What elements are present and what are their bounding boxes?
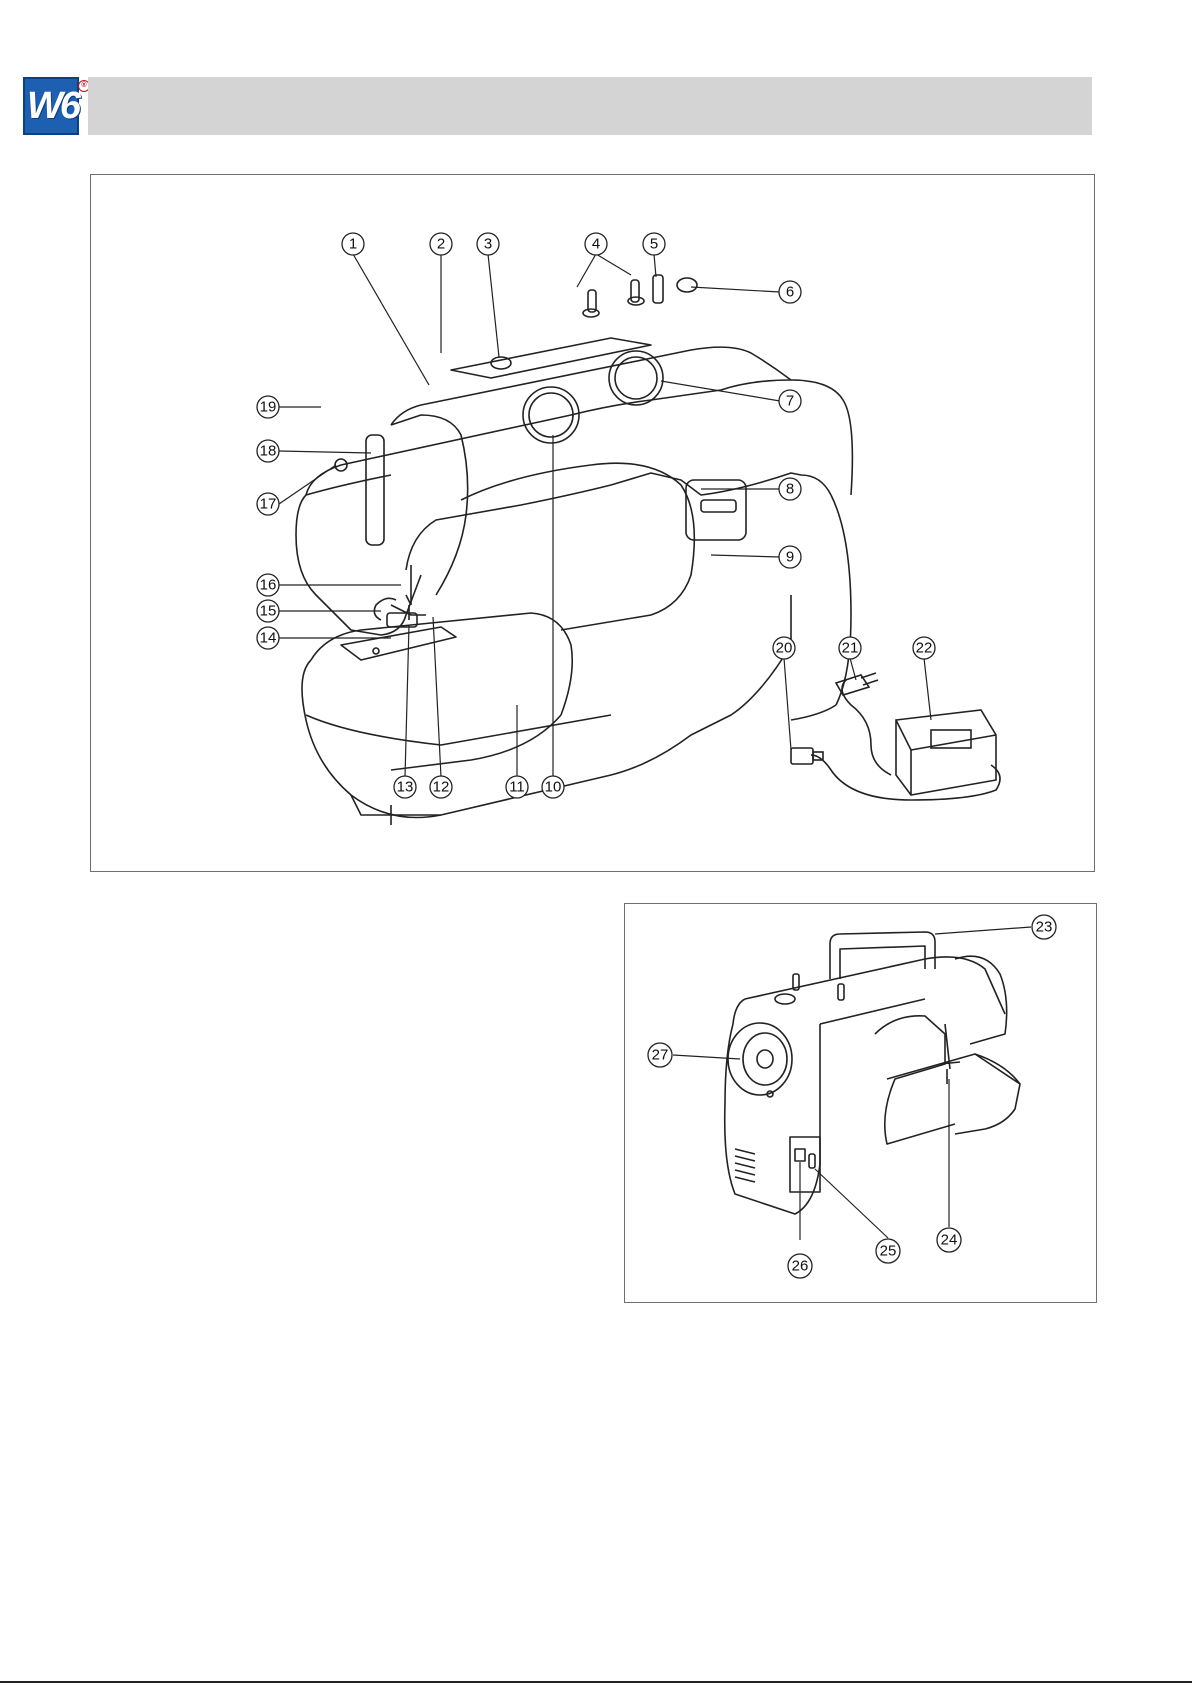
front-view-panel: 1 2 3 4 5 6 7 8 9 10 11 12 13 14 15 16 1…: [90, 174, 1095, 872]
svg-text:10: 10: [545, 779, 562, 796]
svg-text:5: 5: [650, 236, 658, 253]
svg-text:16: 16: [260, 577, 277, 594]
callout-7: 7: [779, 390, 801, 412]
callout-17: 17: [257, 493, 279, 515]
callout-27: 27: [648, 1043, 672, 1067]
svg-text:18: 18: [260, 443, 277, 460]
footer-rule: [0, 1681, 1192, 1683]
callout-20: 20: [773, 637, 795, 659]
back-callout-leaders: [673, 927, 1031, 1240]
callout-2: 2: [430, 233, 452, 255]
callout-26: 26: [788, 1254, 812, 1278]
callout-18: 18: [257, 440, 279, 462]
svg-text:25: 25: [880, 1243, 897, 1260]
svg-text:23: 23: [1036, 919, 1053, 936]
callout-6: 6: [779, 281, 801, 303]
callout-1: 1: [342, 233, 364, 255]
callout-22: 22: [913, 637, 935, 659]
callout-9: 9: [779, 546, 801, 568]
callout-13: 13: [394, 776, 416, 798]
foot-pedal-illustration: [791, 673, 1000, 800]
svg-text:8: 8: [786, 481, 794, 498]
callout-21: 21: [839, 637, 861, 659]
svg-text:27: 27: [652, 1047, 669, 1064]
svg-text:13: 13: [397, 779, 414, 796]
svg-text:22: 22: [916, 640, 933, 657]
svg-text:7: 7: [786, 393, 794, 410]
svg-text:20: 20: [776, 640, 793, 657]
callout-3: 3: [477, 233, 499, 255]
front-view-diagram: 1 2 3 4 5 6 7 8 9 10 11 12 13 14 15 16 1…: [91, 175, 1096, 873]
sewing-machine-front-illustration: [296, 275, 852, 825]
callout-23: 23: [1032, 915, 1056, 939]
callout-leaders: [279, 254, 931, 777]
callout-4: 4: [585, 233, 607, 255]
callout-16: 16: [257, 574, 279, 596]
svg-text:6: 6: [786, 284, 794, 301]
svg-text:21: 21: [842, 640, 859, 657]
callout-8: 8: [779, 478, 801, 500]
svg-text:9: 9: [786, 549, 794, 566]
back-view-panel: 23 24 25 26 27: [624, 903, 1097, 1303]
brand-logo: W6: [23, 77, 79, 135]
svg-text:1: 1: [349, 236, 357, 253]
front-callouts: 1 2 3 4 5 6 7 8 9 10 11 12 13 14 15 16 1…: [257, 233, 935, 798]
sewing-machine-back-illustration: [725, 932, 1020, 1214]
svg-text:2: 2: [437, 236, 445, 253]
callout-15: 15: [257, 600, 279, 622]
svg-text:3: 3: [484, 236, 492, 253]
header-bar: [88, 77, 1092, 135]
svg-text:17: 17: [260, 496, 277, 513]
callout-5: 5: [643, 233, 665, 255]
svg-text:26: 26: [792, 1258, 809, 1275]
callout-12: 12: [430, 776, 452, 798]
logo-text: W6: [27, 83, 75, 129]
back-callouts: 23 24 25 26 27: [648, 915, 1056, 1278]
svg-text:4: 4: [592, 236, 600, 253]
back-view-diagram: 23 24 25 26 27: [625, 904, 1098, 1304]
svg-text:15: 15: [260, 603, 277, 620]
callout-14: 14: [257, 627, 279, 649]
callout-11: 11: [506, 776, 528, 798]
callout-10: 10: [542, 776, 564, 798]
callout-19: 19: [257, 396, 279, 418]
svg-text:11: 11: [509, 779, 525, 796]
svg-text:24: 24: [941, 1232, 958, 1249]
callout-25: 25: [876, 1239, 900, 1263]
svg-text:19: 19: [260, 399, 277, 416]
svg-text:12: 12: [433, 779, 450, 796]
callout-24: 24: [937, 1228, 961, 1252]
svg-text:14: 14: [260, 630, 277, 647]
